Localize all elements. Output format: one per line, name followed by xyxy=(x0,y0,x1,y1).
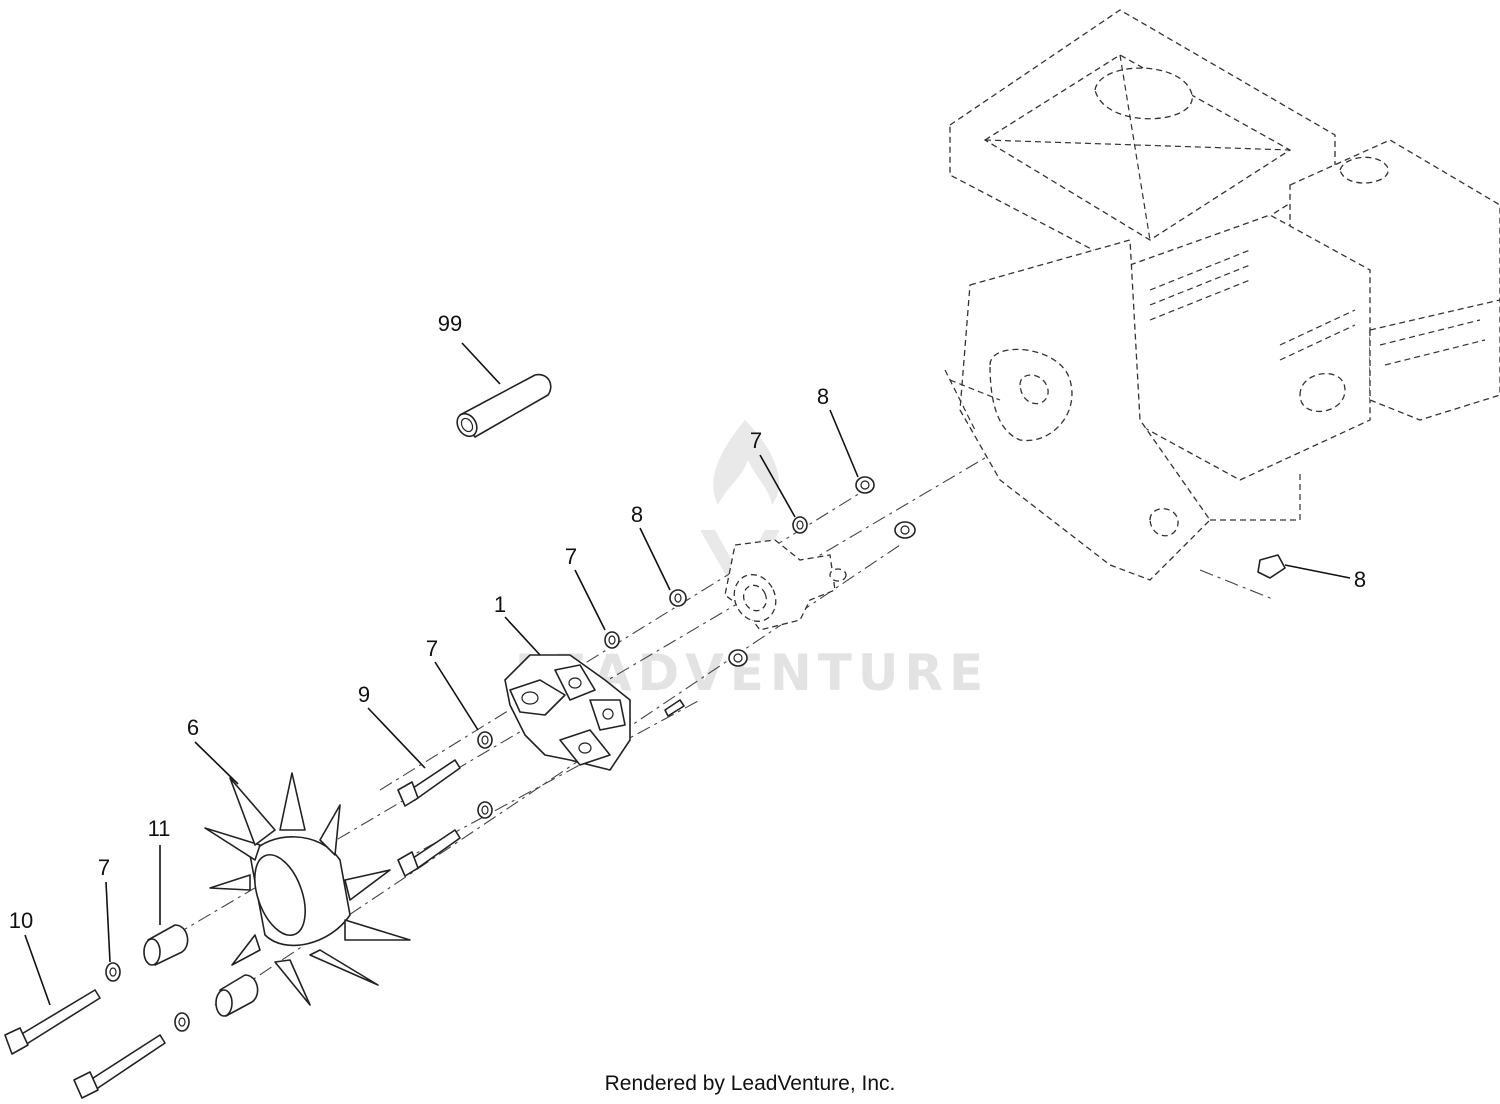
engine-outline xyxy=(944,9,1500,581)
callout-7-middle: 7 xyxy=(565,544,577,569)
callout-7-upper: 7 xyxy=(750,428,762,453)
callout-8-middle: 8 xyxy=(631,502,643,527)
callout-labels: 99 8 7 8 7 1 7 9 6 11 7 10 8 xyxy=(9,311,1366,933)
callout-7-bottom: 7 xyxy=(98,855,110,880)
callout-9: 9 xyxy=(358,682,370,707)
callout-6: 6 xyxy=(187,715,199,740)
bolts xyxy=(4,699,685,1099)
callout-8-upper: 8 xyxy=(817,384,829,409)
coupling-hub xyxy=(724,539,847,631)
rendered-by-credit: Rendered by LeadVenture, Inc. xyxy=(605,1072,896,1095)
spacers xyxy=(143,924,259,1017)
callout-11: 11 xyxy=(148,816,171,841)
callout-99: 99 xyxy=(438,311,462,336)
tube-part xyxy=(456,373,552,438)
washers xyxy=(105,476,1286,1032)
callout-1: 1 xyxy=(494,592,506,617)
callout-10: 10 xyxy=(9,908,33,933)
cooling-fan xyxy=(204,772,411,1006)
flex-coupling xyxy=(504,654,631,771)
leader-lines xyxy=(24,342,1351,1006)
callout-8-engine: 8 xyxy=(1354,567,1366,592)
callout-7-lower: 7 xyxy=(426,636,438,661)
